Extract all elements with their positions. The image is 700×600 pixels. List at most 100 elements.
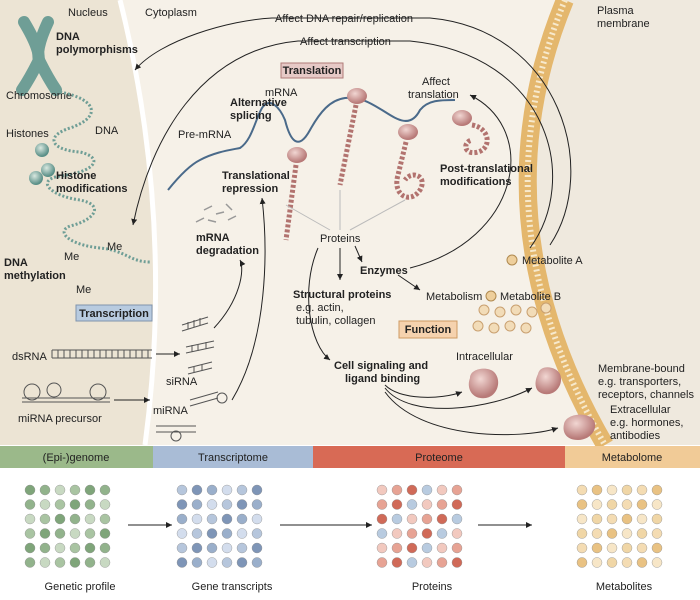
band-proteome: [313, 446, 565, 468]
profile-dot: [436, 528, 448, 539]
metabolites-grid: [576, 484, 663, 568]
function-box: [398, 320, 458, 339]
profile-dot: [376, 557, 388, 568]
profile-dot: [591, 557, 603, 568]
profile-dot: [621, 499, 633, 510]
profile-dot: [84, 528, 96, 539]
alt-splicing-label-2: splicing: [230, 110, 272, 122]
mirna-label: miRNA: [153, 405, 188, 417]
metabolite-b-label: Metabolite B: [500, 291, 561, 303]
transl-repression-label-2: repression: [222, 183, 279, 195]
extracellular-protein-icon: [563, 414, 596, 440]
profile-dot: [236, 513, 248, 525]
translation-box: [280, 62, 344, 79]
profile-dot: [84, 513, 96, 525]
profile-dot: [376, 542, 388, 554]
profile-dot: [376, 513, 388, 525]
profile-dot: [406, 499, 418, 510]
profile-dot: [376, 528, 388, 539]
profile-dot: [99, 484, 111, 496]
profile-dot: [636, 484, 648, 496]
profile-dot: [206, 528, 218, 539]
profile-dot: [206, 513, 218, 525]
to-enzymes-arrow: [354, 245, 363, 263]
profile-dot: [391, 542, 403, 554]
mrna-degradation-label-1: mRNA: [196, 232, 230, 244]
profile-dot: [436, 499, 448, 510]
profile-dot: [206, 557, 218, 568]
function-label: Function: [405, 324, 452, 336]
profile-dot: [176, 528, 188, 539]
intracellular-protein-icon: [468, 368, 499, 399]
profile-dot: [451, 513, 463, 525]
band-proteome-label: Proteome: [415, 452, 463, 464]
to-membrane-arrow: [384, 387, 533, 409]
profile-dot: [24, 513, 36, 525]
profile-dot: [251, 499, 263, 510]
methyl-label: Me: [64, 251, 79, 263]
band-transcriptome-label: Transcriptome: [198, 452, 268, 464]
proteins-label: Proteins: [320, 233, 361, 245]
profile-dot: [421, 557, 433, 568]
profile-dot: [621, 528, 633, 539]
extracellular-label-1: Extracellular: [610, 404, 671, 416]
mirna-icon: [156, 391, 228, 442]
profile-dot: [191, 557, 203, 568]
histone-bead-icon: [41, 163, 55, 177]
genetic-profile-grid: [24, 484, 111, 568]
nucleus-label: Nucleus: [68, 7, 108, 19]
profile-dot: [576, 484, 588, 496]
profile-dot: [576, 542, 588, 554]
proteins-grid: [376, 484, 463, 568]
profile-dot: [54, 499, 66, 510]
ribosome-icon: [452, 110, 490, 156]
profile-dot: [606, 499, 618, 510]
membrane-bound-label-3: receptors, channels: [598, 389, 694, 401]
to-intracellular-arrow: [384, 384, 463, 398]
profile-dot: [39, 484, 51, 496]
profile-grids: [24, 484, 663, 568]
profile-dot: [406, 557, 418, 568]
profile-dot: [54, 542, 66, 554]
profile-dot: [591, 528, 603, 539]
profile-dot: [54, 557, 66, 568]
profile-dot: [99, 499, 111, 510]
profile-dot: [221, 484, 233, 496]
profile-dot: [591, 484, 603, 496]
profile-dot: [621, 557, 633, 568]
profile-dot: [606, 542, 618, 554]
to-degradation-arrow: [213, 259, 246, 329]
profile-dot: [451, 542, 463, 554]
profile-dot: [421, 484, 433, 496]
profile-dot: [69, 513, 81, 525]
feedback-dna-arrow: [134, 17, 572, 246]
profile-dot: [406, 513, 418, 525]
profile-dot: [39, 499, 51, 510]
profile-dot: [251, 484, 263, 496]
alt-splicing-label-1: Alternative: [230, 97, 287, 109]
profile-dot: [54, 513, 66, 525]
affect-translation-label-1: Affect: [422, 76, 450, 88]
profile-dot: [206, 499, 218, 510]
profile-dot: [591, 542, 603, 554]
omics-bands: (Epi-)genome Transcriptome Proteome Meta…: [0, 446, 700, 468]
to-extracellular-arrow: [384, 391, 559, 436]
profile-dot: [376, 484, 388, 496]
profile-dot: [406, 542, 418, 554]
structural-label-3: tubulin, collagen: [296, 315, 376, 327]
profile-dot: [251, 542, 263, 554]
profile-dot: [421, 542, 433, 554]
proteins-caption: Proteins: [412, 581, 453, 593]
genetic-profile-caption: Genetic profile: [45, 581, 116, 593]
profile-dot: [191, 499, 203, 510]
to-metabolism-arrow: [397, 274, 421, 291]
profile-dot: [221, 499, 233, 510]
feedback-translation-arrow: [409, 94, 512, 269]
histone-bead-icon: [35, 143, 49, 157]
profile-dot: [391, 528, 403, 539]
profile-dot: [591, 513, 603, 525]
histone-bead-icon: [29, 171, 43, 185]
profile-dot: [606, 528, 618, 539]
profile-dot: [39, 513, 51, 525]
